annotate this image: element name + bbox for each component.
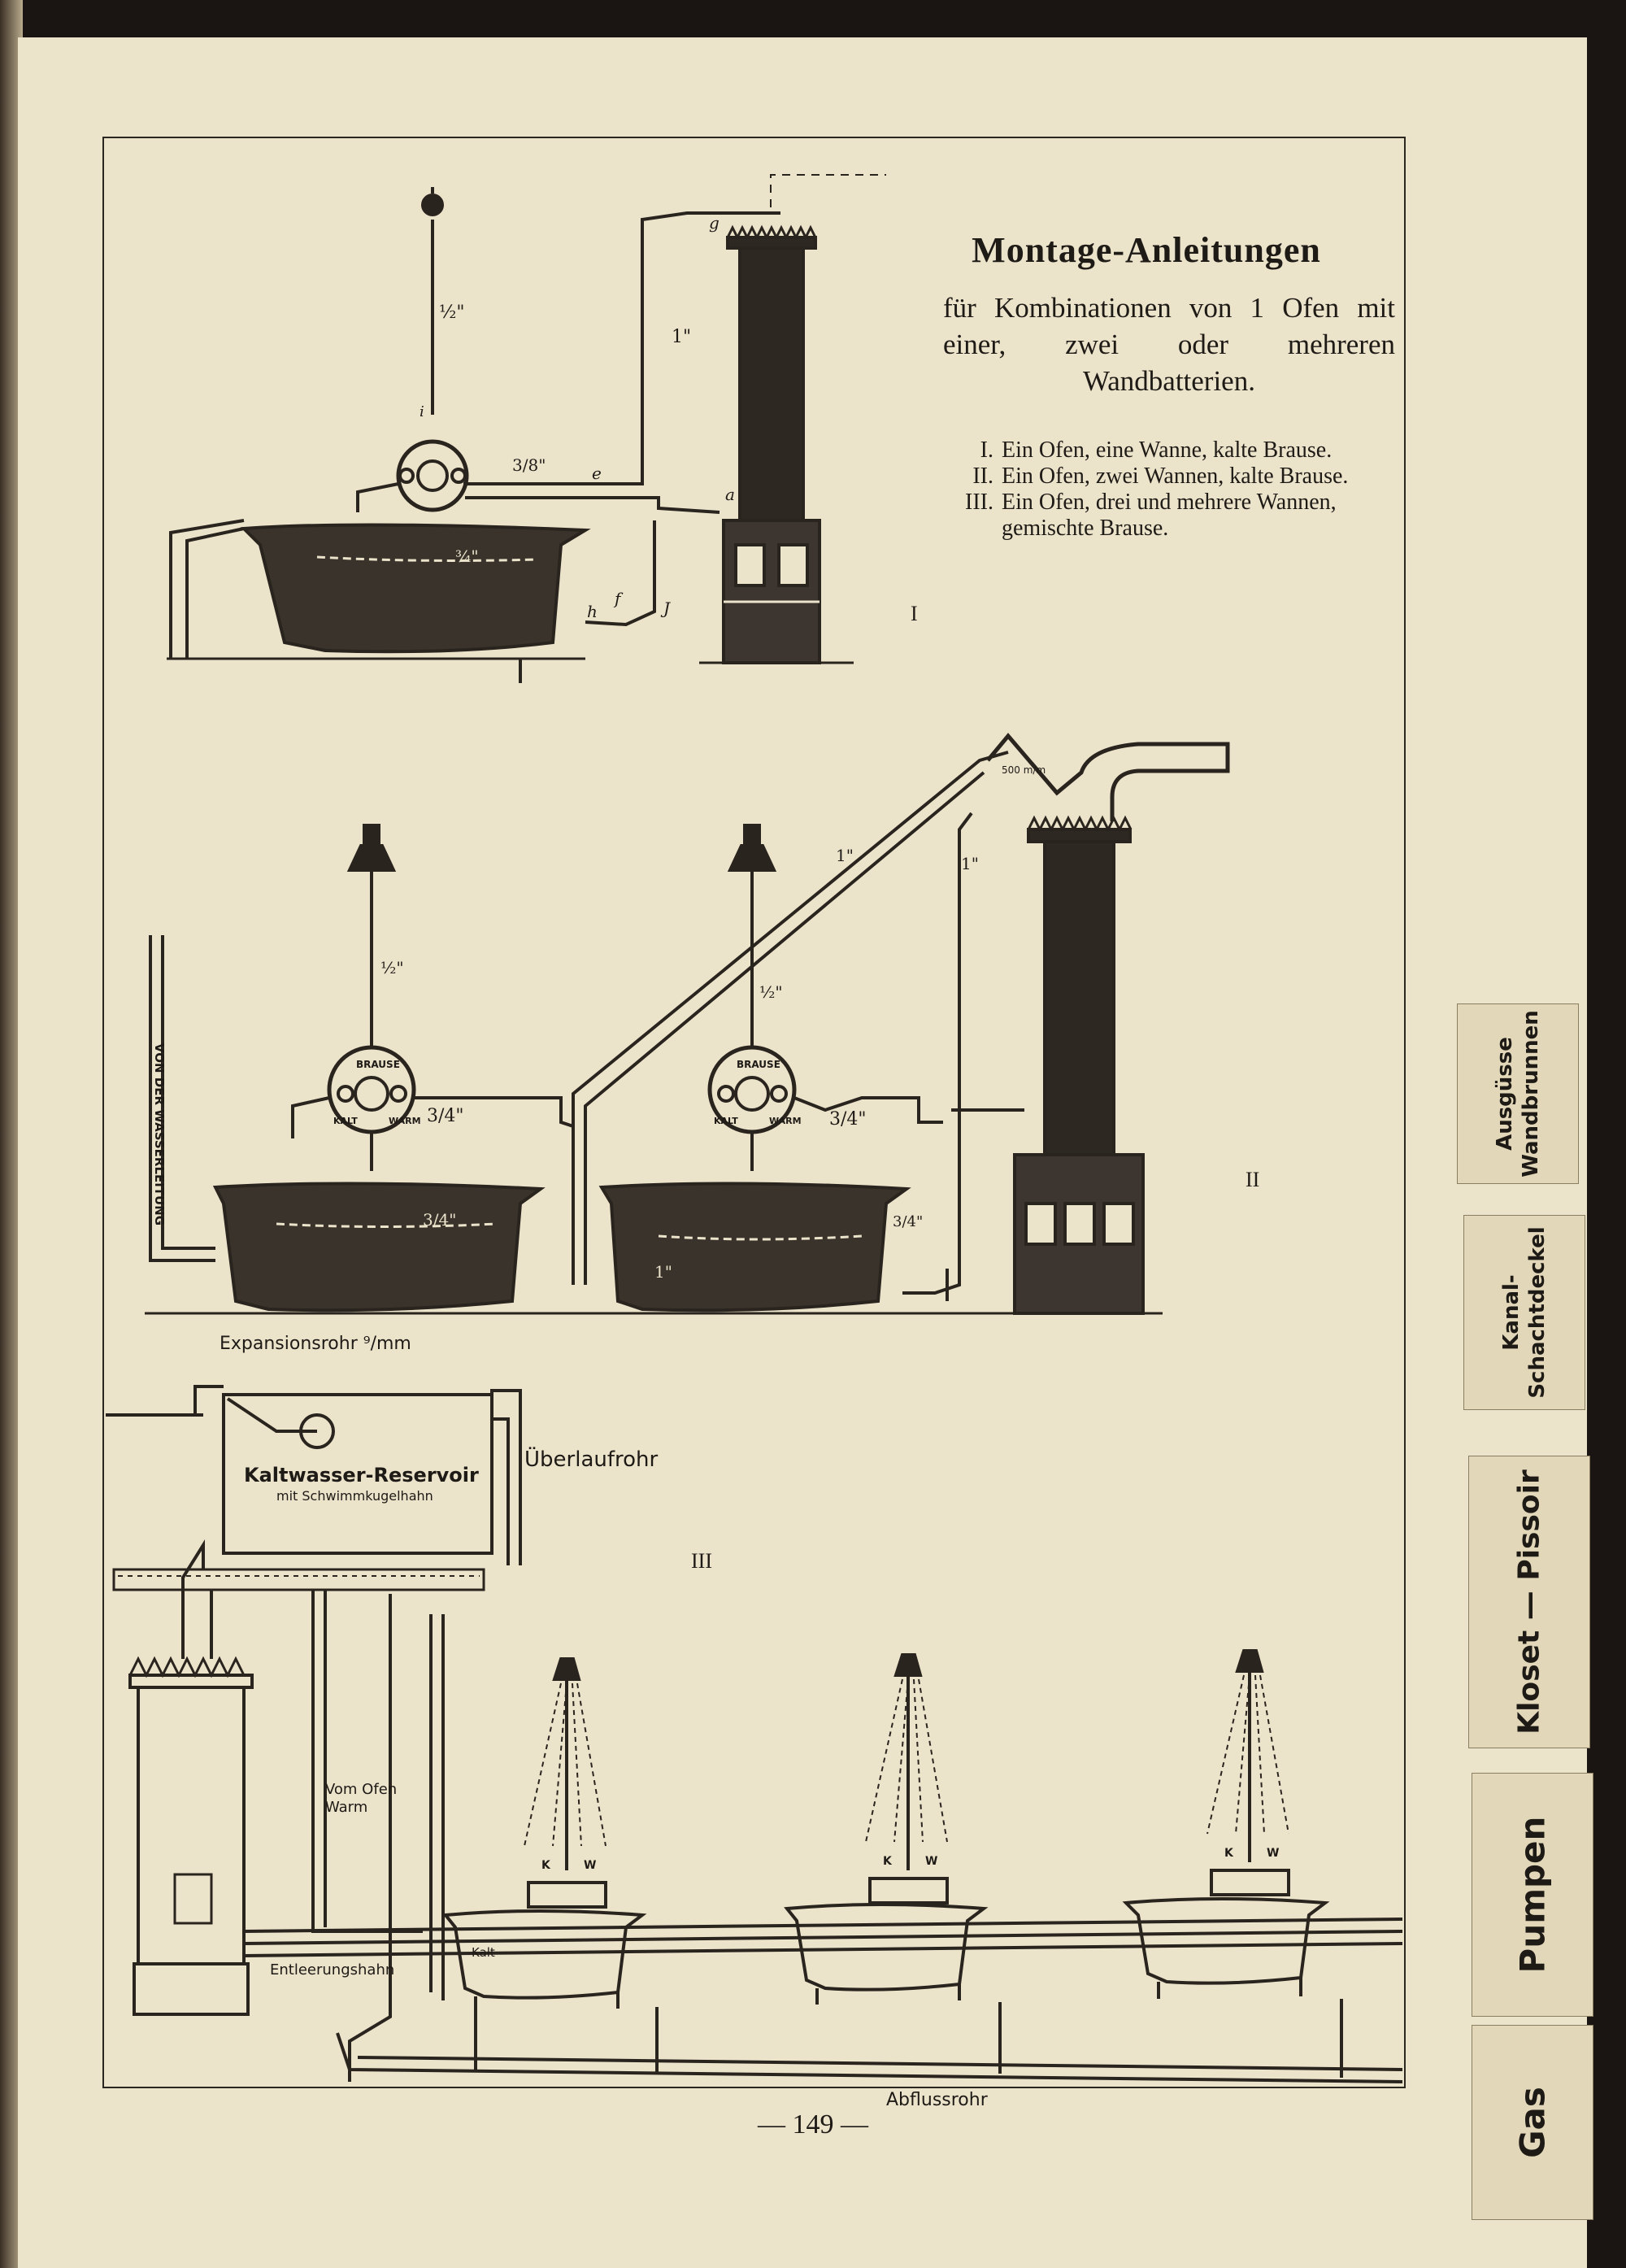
fig3-w-label-3: W [1267, 1847, 1280, 1860]
fig2-label-half-b: ½" [759, 982, 783, 1002]
fig1-label-e: e [592, 464, 602, 483]
figure-2-drawing [145, 733, 1230, 1315]
tab-ausguesse[interactable]: Ausgüsse Wandbrunnen [1457, 1003, 1579, 1184]
fig3-kalt-label: Kalt [472, 1945, 495, 1960]
illustration-frame [102, 137, 1406, 2088]
tab-pumpen[interactable]: Pumpen [1472, 1773, 1593, 2017]
tab-label: Pumpen [1512, 1816, 1553, 1974]
fig2-label-one-b: 1" [961, 854, 979, 873]
fig1-label-3-8: 3/8" [512, 455, 546, 475]
fig1-label-one-inch: 1" [672, 327, 692, 347]
list-item-number: I. [980, 437, 993, 463]
fig1-label-g: g [709, 213, 720, 233]
fig2-expansion-label: Expansionsrohr ⁹/mm [220, 1334, 411, 1354]
fig1-label-3-4: ¾" [455, 546, 479, 566]
fig3-w-label-1: W [584, 1859, 597, 1872]
fig3-abfluss-label: Abflussrohr [886, 2090, 988, 2110]
fig2-label-3-4-a: 3/4" [427, 1106, 464, 1126]
tab-label: Ausgüsse Wandbrunnen [1493, 1010, 1543, 1178]
fig2-label-3-4-d: 3/4" [893, 1213, 924, 1230]
fig2-label-3-4-c: 3/4" [423, 1210, 457, 1230]
list-item-number: III. [965, 490, 993, 515]
fig3-vom-ofen-label: Vom Ofen Warm [325, 1781, 398, 1816]
list-item-text: Ein Ofen, drei und mehrere Wannen, gemis… [1002, 490, 1337, 541]
list-item-text: Ein Ofen, eine Wanne, kalte Brause. [1002, 437, 1333, 463]
index-tabs: Ausgüsse Wandbrunnen Kanal- Schachtdecke… [1439, 992, 1593, 2236]
tab-label: Kanal- Schachtdeckel [1499, 1226, 1550, 1399]
fig2-brause-label-1: BRAUSE [356, 1059, 400, 1070]
fig3-w-label-2: W [925, 1855, 938, 1868]
fig3-reservoir-label: Kaltwasser-Reservoir [244, 1464, 479, 1487]
tab-label: Gas [1512, 2087, 1553, 2158]
fig2-label-one-c: 1" [654, 1262, 672, 1282]
fig2-label-one-a: 1" [836, 846, 854, 865]
fig2-warm-label-1: WARM [389, 1116, 421, 1126]
fig1-label-h: h [587, 602, 598, 621]
fig3-reservoir-sub-label: mit Schwimmkugelhahn [276, 1488, 433, 1504]
fig2-kalt-label-2: KALT [714, 1116, 738, 1126]
list-item: II. Ein Ofen, zwei Wannen, kalte Brause. [943, 464, 1398, 490]
list-item: I. Ein Ofen, eine Wanne, kalte Brause. [943, 437, 1398, 464]
figure-1-number: I [911, 602, 918, 625]
fig1-label-a: a [725, 485, 735, 504]
fig1-label-f: f [615, 589, 621, 608]
fig2-label-mm: 500 m/m [1002, 764, 1046, 776]
fig2-warm-label-2: WARM [769, 1116, 802, 1126]
fig3-k-label-2: K [883, 1855, 892, 1868]
tab-label: Kloset — Pissoir [1512, 1469, 1546, 1735]
variants-list: I. Ein Ofen, eine Wanne, kalte Brause. I… [943, 437, 1398, 542]
page-title: Montage-Anleitungen [972, 230, 1321, 270]
fig3-k-label-3: K [1224, 1847, 1233, 1860]
page-subtitle: für Kombinationen von 1 Ofen mit einer, … [943, 292, 1395, 397]
page-number: — 149 — [758, 2109, 868, 2140]
figure-3-drawing [106, 1385, 1403, 2083]
fig2-label-3-4-b: 3/4" [829, 1109, 867, 1130]
fig1-label-J: J [663, 599, 671, 618]
figure-2-number: II [1246, 1168, 1260, 1191]
tab-kanal-schachtdeckel[interactable]: Kanal- Schachtdeckel [1463, 1215, 1585, 1410]
list-item-text: Ein Ofen, zwei Wannen, kalte Brause. [1002, 464, 1349, 489]
fig2-label-half-a: ½" [380, 958, 404, 977]
fig3-entleerung-label: Entleerungshahn [270, 1961, 395, 1979]
fig3-ueberlauf-label: Überlaufrohr [524, 1447, 659, 1472]
list-item: III. Ein Ofen, drei und mehrere Wannen, … [943, 490, 1398, 542]
fig2-kalt-label-1: KALT [333, 1116, 358, 1126]
fig1-label-i: i [420, 403, 424, 420]
fig3-k-label-1: K [541, 1859, 550, 1872]
fig2-wasserleitung-label: VON DER WASSERLEITUNG [152, 1043, 167, 1226]
tab-kloset-pissoir[interactable]: Kloset — Pissoir [1468, 1456, 1590, 1748]
figure-1-drawing [167, 174, 886, 683]
figure-3-number: III [691, 1549, 712, 1573]
fig1-label-half-inch: ½" [439, 303, 465, 323]
fig2-brause-label-2: BRAUSE [737, 1059, 780, 1070]
list-item-number: II. [972, 464, 993, 489]
tab-gas[interactable]: Gas [1472, 2025, 1593, 2220]
